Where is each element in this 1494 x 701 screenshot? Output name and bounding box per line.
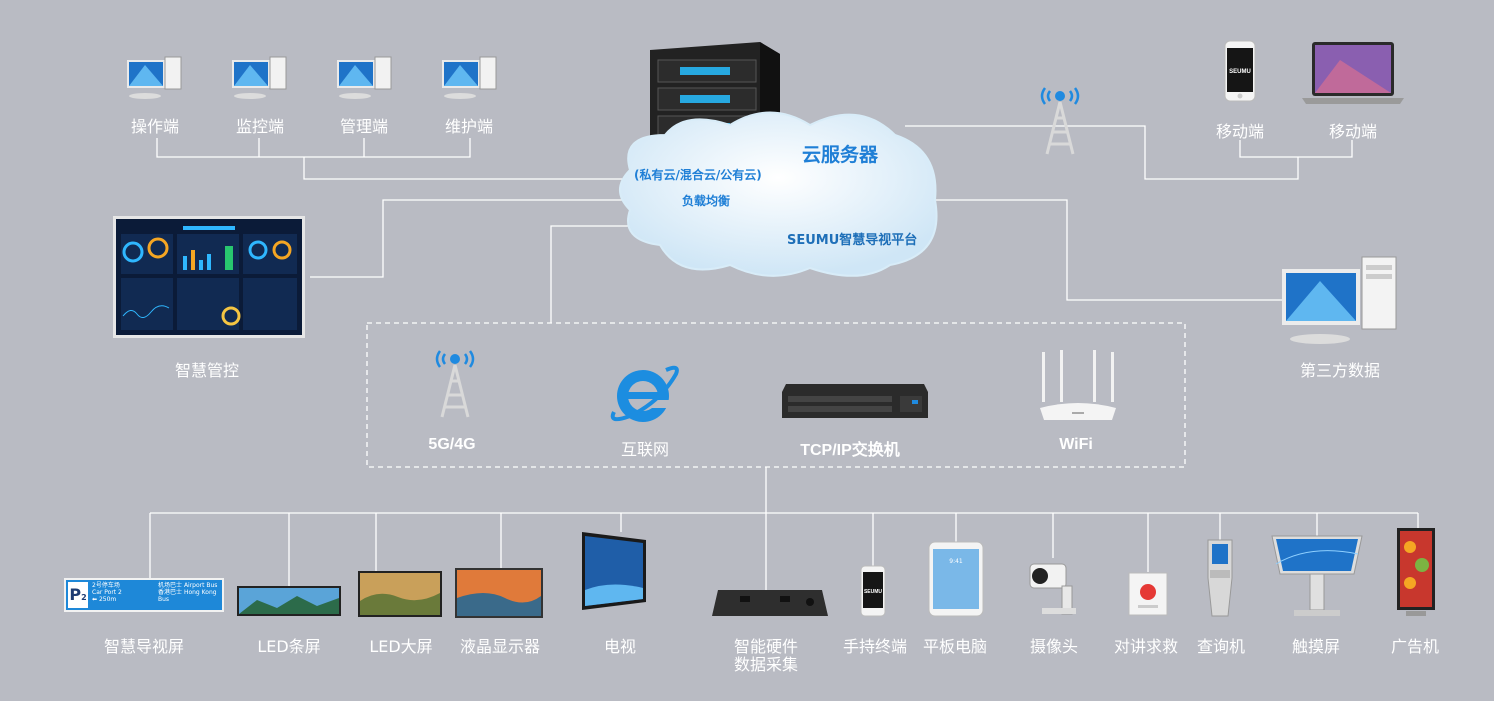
load-balance: 负载均衡 [682,194,731,208]
bus2-text: 香港巴士 [158,589,183,596]
network-label-switch: TCP/IP交换机 [800,442,900,459]
led-big-screen-icon [358,571,442,617]
intercom-sos-icon [1128,572,1168,616]
network-label-5g: 5G/4G [428,436,476,453]
platform-name: SEUMU智慧导视平台 [787,233,918,248]
mobile-label-1: 移动端 [1215,122,1265,141]
admin-pc-icon [337,56,392,99]
parking-p-icon: P2 [68,582,88,608]
signal-tower-icon [1040,87,1080,155]
network-label-internet: 互联网 [620,440,670,459]
operator-pc-icon [127,56,182,99]
internet-explorer-icon [610,365,679,422]
wifi-router-icon [1040,350,1116,420]
device-label-intercom: 对讲求救 [1113,637,1179,656]
smart-control-label: 智慧管控 [174,361,240,380]
tablet-icon: 9:41 [928,541,984,617]
terminal-label-monitor: 监控端 [235,117,285,136]
5g-tower-icon [435,350,475,418]
device-label-kiosk: 查询机 [1196,637,1246,656]
device-label-camera: 摄像头 [1029,637,1079,656]
phone-brand-text: SEUMU [1229,69,1251,75]
lcd-monitor-icon [455,568,543,618]
parking-floor-text: 2号停车场 [92,582,120,589]
third-party-pc-icon [1282,256,1397,344]
bus1-en-text: Airport Bus [183,582,218,589]
bus1-text: 机场巴士 [158,582,183,589]
guide-screen-device: P2 2号停车场 Car Port 2 ⬅ 250m 机场巴士 Airport … [64,578,224,612]
bus2-en-text: Hong Kong Bus [158,589,217,603]
device-label-led-big: LED大屏 [369,637,433,656]
device-label-hardware-1: 智能硬件 [733,637,799,656]
parking-distance-text: 250m [98,596,117,603]
cloud-types: (私有云/混合云/公有云) [634,168,762,182]
terminal-label-maintenance: 维护端 [444,117,494,136]
handheld-terminal-icon: SEUMU [860,565,886,617]
network-switch-icon [782,384,928,418]
cloud-title: 云服务器 [802,144,879,166]
device-label-ad: 广告机 [1390,637,1440,656]
tablet-time-text: 9:41 [949,558,963,565]
parking-floor-en-text: Car Port 2 [92,589,122,596]
mobile-label-2: 移动端 [1328,122,1378,141]
device-label-handheld: 手持终端 [842,637,908,656]
left-arrow-icon: ⬅ [92,596,98,603]
touch-screen-icon [1271,535,1363,616]
device-label-hardware-2: 数据采集 [733,655,799,674]
tv-icon [582,532,646,610]
led-strip-screen-icon [237,586,341,616]
mobile-phone-icon: SEUMU [1224,40,1256,102]
handheld-brand-text: SEUMU [864,589,882,595]
kiosk-icon [1207,539,1233,617]
dashboard-screen-icon [113,216,305,338]
network-group-frame [366,322,1186,468]
hardware-box-icon [712,590,828,616]
terminal-label-admin: 管理端 [339,117,389,136]
device-label-guide: 智慧导视屏 [103,637,185,656]
device-label-tablet: 平板电脑 [922,637,988,656]
ad-machine-icon [1397,528,1435,616]
monitor-pc-icon [232,56,287,99]
third-party-label: 第三方数据 [1299,361,1381,380]
cloud-server-icon [619,42,938,277]
device-label-led-strip: LED条屏 [257,637,321,656]
device-label-lcd: 液晶显示器 [459,637,541,656]
terminal-label-operation: 操作端 [130,117,180,136]
maintenance-pc-icon [442,56,497,99]
camera-icon [1029,563,1076,615]
device-label-tv: 电视 [603,637,637,656]
laptop-icon [1302,42,1404,104]
network-label-wifi: WiFi [1059,436,1093,453]
device-label-touch: 触摸屏 [1291,637,1341,656]
